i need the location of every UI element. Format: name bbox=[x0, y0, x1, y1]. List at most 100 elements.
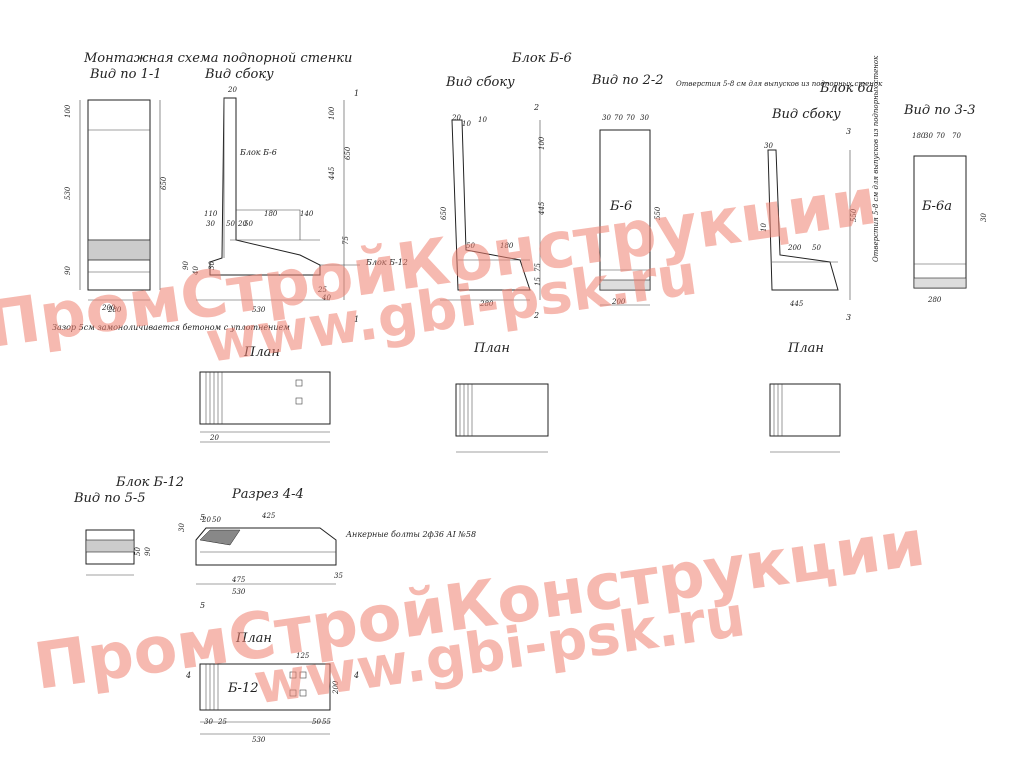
dimension-label: 75 bbox=[342, 236, 350, 245]
dimension-label: 140 bbox=[300, 210, 314, 218]
view-1-1-outline bbox=[87, 99, 151, 291]
dimension-label: 55 bbox=[322, 718, 331, 726]
dimension-label: 20 bbox=[201, 516, 211, 524]
marker-4-left: 4 bbox=[185, 671, 191, 680]
dimension-label: 20 bbox=[451, 114, 461, 122]
plan-d-outline bbox=[199, 663, 331, 711]
section-d-plan-title: План bbox=[235, 631, 272, 646]
dimension-label: 90 bbox=[182, 261, 190, 270]
dimension-label: 20 bbox=[227, 86, 237, 94]
dimension-label: 30 bbox=[206, 220, 215, 228]
marker-4-right: 4 bbox=[353, 671, 359, 680]
dimension-label: 530 bbox=[252, 736, 266, 744]
dimension-label: 550 bbox=[850, 208, 858, 222]
section-d-section-4-4: Разрез 4-4 bbox=[231, 487, 304, 502]
dimension-label: 50 bbox=[134, 547, 142, 556]
plan-b-outline bbox=[455, 383, 549, 437]
dimension-label: 280 bbox=[927, 296, 942, 304]
section-d-block-b12: Блок Б-12 Вид по 5-5 Разрез 4-4 Анкерные… bbox=[73, 475, 476, 735]
dimension-label: 100 bbox=[64, 104, 72, 118]
dimension-label: 200 bbox=[787, 244, 802, 252]
marker-5-top: 5 bbox=[200, 513, 205, 522]
section-a-view-1-1: Вид по 1-1 bbox=[89, 67, 162, 82]
dimension-label: 40 bbox=[192, 266, 200, 276]
b6a-block-label: Б-6а bbox=[921, 199, 952, 214]
section-b-title: Блок Б-6 bbox=[511, 51, 572, 66]
dimension-label: 650 bbox=[440, 206, 448, 220]
section-c-view-3-3: Вид по 3-3 bbox=[903, 103, 976, 118]
dimension-label: 25 bbox=[317, 286, 327, 294]
dimension-label: 30 bbox=[640, 114, 649, 122]
dimension-label: 35 bbox=[334, 572, 343, 580]
dimension-label: 10 bbox=[462, 120, 471, 128]
dimension-label: 25 bbox=[217, 718, 227, 726]
b12-section-outline bbox=[195, 527, 337, 566]
dimension-label: 280 bbox=[107, 306, 122, 314]
label-block-b12: Блок Б-12 bbox=[365, 258, 408, 267]
label-block-b6: Блок Б-6 bbox=[239, 148, 277, 157]
dimension-label: 20 bbox=[237, 220, 247, 228]
dimension-label: 70 bbox=[936, 132, 945, 140]
dimension-label: 70 bbox=[626, 114, 635, 122]
dimension-label: 50 bbox=[244, 220, 253, 228]
section-a-mounting-scheme: Монтажная схема подпорной стенки Вид по … bbox=[52, 51, 408, 443]
marker-2-top: 2 bbox=[533, 103, 539, 112]
dimension-label: 40 bbox=[321, 294, 331, 302]
dimension-label: 30 bbox=[178, 523, 186, 532]
dimension-label: 10 bbox=[760, 223, 768, 232]
section-b-block-b6: Блок Б-6 Вид сбоку Вид по 2-2 Отверстия … bbox=[440, 51, 883, 453]
dimension-label: 180 bbox=[912, 132, 926, 140]
dimension-label: 445 bbox=[789, 300, 804, 308]
dimension-label: 30 bbox=[204, 718, 213, 726]
section-a-title: Монтажная схема подпорной стенки bbox=[83, 51, 352, 66]
retaining-wall-outline bbox=[209, 97, 321, 276]
section-markers: 1 1 2 2 3 3 4 4 5 5 bbox=[185, 89, 851, 680]
section-a-view-side: Вид сбоку bbox=[204, 67, 274, 82]
dimension-label: 200 bbox=[332, 680, 340, 695]
dimension-label: 530 bbox=[64, 186, 72, 200]
anchor-bolt-note: Анкерные болты 2ф36 АI №58 bbox=[345, 530, 476, 539]
section-c-plan-title: План bbox=[787, 341, 824, 356]
marker-1-top: 1 bbox=[354, 89, 359, 98]
dimension-label: 475 bbox=[231, 576, 246, 584]
dimension-label: 280 bbox=[479, 300, 494, 308]
b6a-view-3-3-outline bbox=[913, 155, 967, 289]
marker-3-top: 3 bbox=[846, 127, 851, 136]
dimension-label: 30 bbox=[208, 261, 216, 270]
dimension-label: 20 bbox=[209, 434, 219, 442]
dimension-label: 180 bbox=[500, 242, 514, 250]
dimension-label: 30 bbox=[602, 114, 611, 122]
dimension-label: 110 bbox=[204, 210, 218, 218]
dimension-label: 650 bbox=[160, 176, 168, 190]
dimension-label: 90 bbox=[144, 547, 152, 556]
dimension-label: 445 bbox=[538, 201, 546, 216]
dimension-label: 50 bbox=[466, 242, 475, 250]
section-b-plan-title: План bbox=[473, 341, 510, 356]
dimension-label: 180 bbox=[264, 210, 278, 218]
dimension-label: 125 bbox=[296, 652, 310, 660]
dimension-label: 550 bbox=[654, 206, 662, 220]
dimension-label: 425 bbox=[261, 512, 276, 520]
marker-5-bottom: 5 bbox=[200, 601, 205, 610]
section-c-title: Блок 6а bbox=[819, 81, 874, 96]
section-c-note: Отверстия 5-8 см для выпусков из подпорн… bbox=[872, 55, 880, 262]
b6-block-label: Б-6 bbox=[609, 199, 632, 214]
dimension-label: 100 bbox=[538, 136, 546, 150]
dimension-label: 75 bbox=[534, 263, 542, 272]
grout-note: Зазор 5см замоноличивается бетоном с упл… bbox=[52, 323, 290, 332]
dimension-label: 200 bbox=[611, 298, 626, 306]
dimension-label: 50 bbox=[212, 516, 221, 524]
dimension-label: 200 bbox=[101, 304, 116, 312]
marker-1-bottom: 1 bbox=[354, 315, 359, 324]
marker-3-bottom: 3 bbox=[846, 313, 851, 322]
dimension-label: 50 bbox=[312, 718, 321, 726]
section-c-view-side: Вид сбоку bbox=[771, 107, 841, 122]
section-d-view-5-5: Вид по 5-5 bbox=[73, 491, 146, 506]
section-d-title: Блок Б-12 bbox=[115, 475, 184, 490]
dimension-label: 530 bbox=[232, 588, 246, 596]
section-a-plan-title: План bbox=[243, 345, 280, 360]
dimension-label: 100 bbox=[328, 106, 336, 120]
plan-a-outline bbox=[199, 371, 331, 425]
dimension-label: 30 bbox=[924, 132, 933, 140]
